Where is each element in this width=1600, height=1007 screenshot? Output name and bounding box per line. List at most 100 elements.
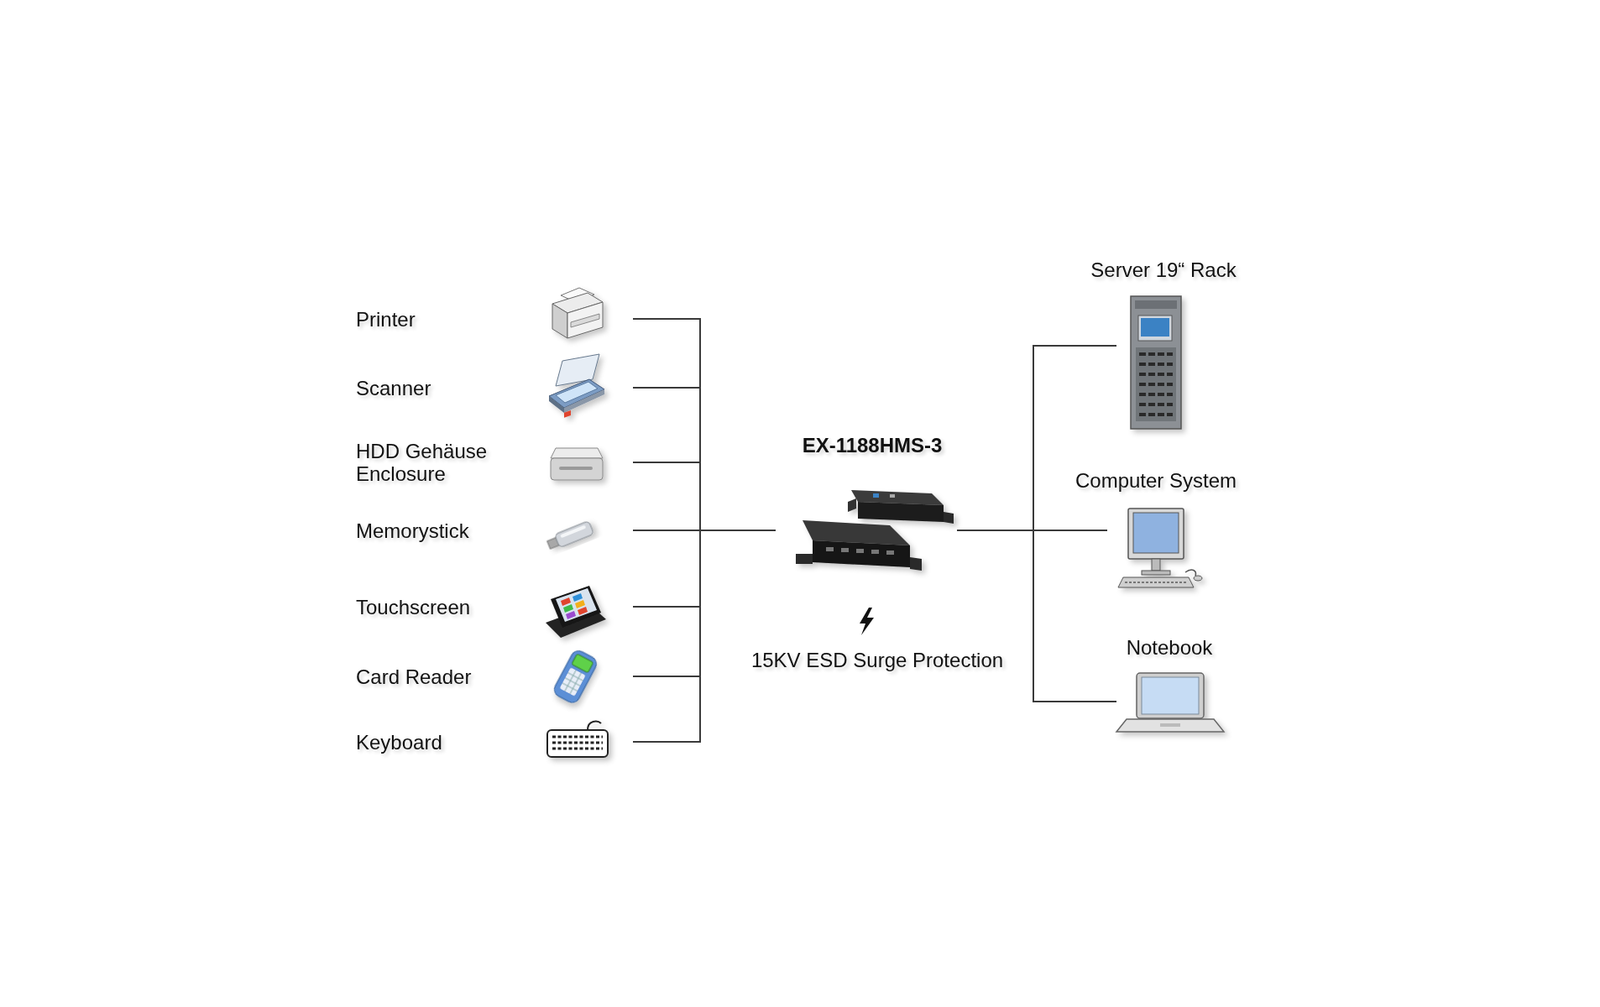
keyboard-icon (547, 721, 608, 758)
usb-hub-illustration-part (909, 557, 922, 571)
node-label: Card Reader (355, 665, 503, 689)
usb-hub-illustration-part (795, 554, 813, 565)
connector-line (632, 318, 776, 531)
printer-icon-part (570, 313, 600, 328)
computer-icon-part (1185, 569, 1196, 576)
hdd-enclosure-icon-part (550, 448, 603, 459)
server-rack-icon-part (1130, 296, 1182, 429)
node-note: 15KV ESD Surge Protection (751, 648, 1004, 672)
device-node: Scanner (352, 354, 633, 422)
node-label: Scanner (355, 376, 503, 400)
device-node: Keyboard (352, 708, 633, 776)
connector-line (632, 530, 776, 743)
notebook-icon-part (1116, 719, 1224, 733)
computer-icon-part (1141, 570, 1171, 576)
server-rack-icon-part (1134, 300, 1177, 309)
touchscreen-icon-part (575, 600, 586, 609)
hdd-enclosure-icon (550, 448, 603, 481)
server-rack-icon-part (1139, 402, 1173, 407)
usb-hub-illustration-part (871, 549, 879, 555)
node-label: Server 19“ Rack (1090, 258, 1236, 282)
server-rack-icon (1130, 296, 1182, 429)
server-rack-icon-part (1139, 352, 1173, 356)
computer-icon-part (1124, 581, 1187, 584)
node-label: Computer System (1075, 469, 1237, 492)
card-reader-icon-part (569, 673, 581, 695)
usb-hub-illustration-part (889, 494, 895, 498)
node-label: Notebook (1126, 636, 1214, 659)
notebook-icon-part (1136, 673, 1204, 719)
computer-icon (1118, 508, 1203, 588)
usb-hub-illustration-part (841, 548, 849, 553)
touchscreen-icon-part (565, 611, 576, 620)
scanner-icon-part (564, 389, 605, 414)
notebook-icon (1116, 673, 1224, 733)
server-rack-icon-part (1140, 318, 1170, 337)
keyboard-icon-part (552, 747, 603, 751)
device-node: Memorystick (352, 496, 633, 565)
computer-icon-part (1193, 575, 1203, 581)
computer-icon-part (1128, 508, 1184, 560)
touchscreen-icon-part (555, 588, 597, 623)
usb-hub-illustration-part (847, 498, 857, 513)
memorystick-icon (545, 521, 594, 552)
touchscreen-icon-part (564, 410, 571, 419)
usb-hub-illustration-part (873, 493, 879, 498)
connector-line (632, 530, 776, 607)
server-rack-icon-part (1139, 372, 1173, 377)
device-node: HDD Gehäuse Enclosure (352, 428, 633, 497)
computer-icon-part (1118, 577, 1194, 588)
computer-icon-part (1151, 559, 1161, 571)
printer-icon-part (567, 302, 603, 339)
host-node: Server 19“ Rack (1116, 251, 1209, 440)
printer-icon (552, 287, 603, 339)
hdd-enclosure-icon-part (559, 466, 593, 471)
host-node: Notebook (1116, 631, 1226, 773)
scanner-icon-part (549, 396, 565, 414)
keyboard-icon-part (552, 736, 603, 739)
usb-hub-illustration-part (826, 547, 834, 552)
lightning-symbol (859, 607, 874, 636)
keyboard-icon-part (587, 721, 602, 731)
server-rack-icon-part (1139, 362, 1173, 367)
node-label: Keyboard (355, 731, 503, 754)
usb-hub-illustration-part (886, 550, 895, 555)
node-label: Touchscreen (355, 596, 503, 619)
notebook-icon-part (1160, 723, 1181, 727)
node-label: EX-1188HMS-3 (802, 433, 943, 457)
memorystick-icon-part (554, 521, 594, 549)
device-node: Touchscreen (352, 573, 633, 641)
hub-node: EX-1188HMS-315KV ESD Surge Protection (775, 396, 957, 665)
touchscreen-icon-part (572, 593, 583, 602)
connector-line (956, 530, 1117, 702)
server-rack-icon-part (1139, 382, 1173, 387)
scanner-icon (549, 354, 605, 414)
card-reader-icon-part (551, 648, 599, 706)
connector-line (632, 387, 776, 531)
notebook-icon-part (1141, 677, 1199, 715)
host-node: Computer System (1107, 465, 1208, 596)
card-reader-icon-part (559, 667, 586, 696)
printer-icon-part (552, 303, 568, 339)
device-node: Card Reader (352, 643, 633, 711)
touchscreen-icon-part (550, 585, 602, 628)
card-reader-icon-part (564, 670, 576, 692)
node-label: HDD Gehäuse Enclosure (355, 439, 503, 486)
connector-line (956, 345, 1117, 531)
touchscreen-icon-part (563, 604, 574, 613)
device-node: Printer (352, 285, 633, 353)
server-rack-icon-part (1139, 413, 1173, 417)
keyboard-icon-part (552, 742, 603, 745)
connector-line (632, 462, 776, 531)
usb-hub-illustration-part (857, 501, 944, 523)
server-rack-icon-part (1138, 315, 1172, 341)
server-rack-icon-part (1139, 392, 1173, 397)
keyboard-icon-part (547, 730, 608, 758)
touchscreen-icon-part (577, 606, 588, 616)
memorystick-icon-part (559, 525, 586, 539)
card-reader-icon (551, 648, 599, 706)
server-rack-icon-part (1135, 347, 1177, 422)
hdd-enclosure-icon-part (550, 458, 603, 481)
